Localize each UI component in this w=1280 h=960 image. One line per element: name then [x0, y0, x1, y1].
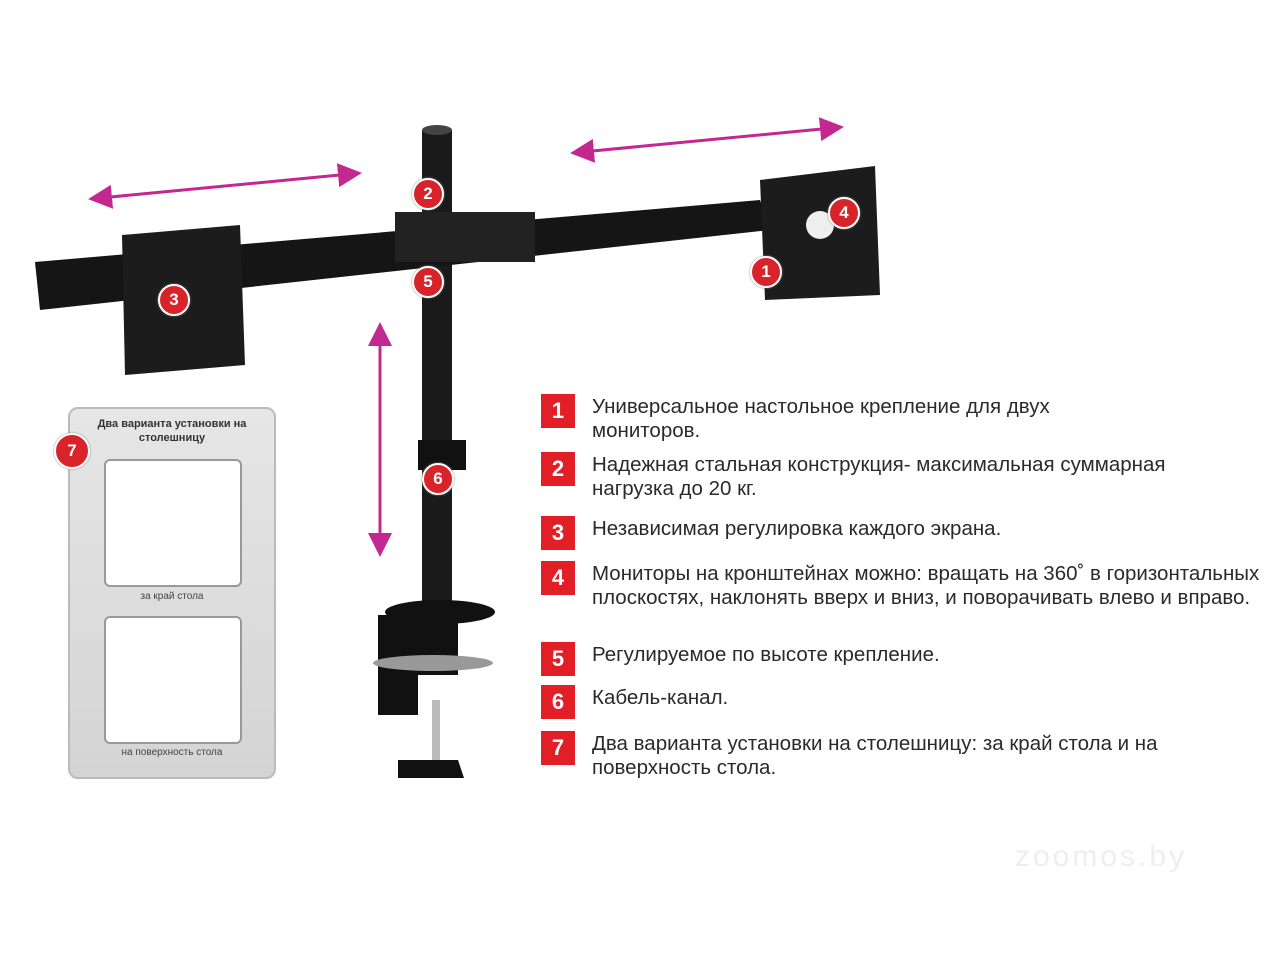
feature-text: Независимая регулировка каждого экрана.: [592, 517, 1002, 540]
feature-text: Два варианта установки на столешницу: за…: [592, 732, 1158, 779]
caption-surface: на поверхность стола: [121, 747, 223, 758]
caption-edge: за край стола: [140, 591, 204, 602]
feature-5: 5 Регулируемое по высоте крепление.: [541, 642, 1252, 676]
feature-number: 2: [541, 452, 575, 486]
clamp-edge-image: [104, 459, 242, 587]
feature-number: 3: [541, 516, 575, 550]
feature-text: Универсальное настольное крепление для д…: [592, 395, 1050, 442]
feature-number: 7: [541, 731, 575, 765]
installation-options-inset: Два варианта установки на столешницу за …: [68, 407, 276, 779]
feature-6: 6 Кабель-канал.: [541, 685, 1252, 719]
feature-4: 4 Мониторы на кронштейнах можно: вращать …: [541, 561, 1272, 609]
callout-1: 1: [750, 256, 782, 288]
watermark: zoomos.by: [1015, 840, 1188, 873]
clamp-surface-image: [104, 616, 242, 744]
feature-number: 5: [541, 642, 575, 676]
callout-3: 3: [158, 284, 190, 316]
callout-4: 4: [828, 197, 860, 229]
callout-7: 7: [54, 433, 90, 469]
feature-7: 7 Два варианта установки на столешницу: з…: [541, 731, 1242, 779]
feature-text: Регулируемое по высоте крепление.: [592, 643, 940, 666]
feature-text: Надежная стальная конструкция- максималь…: [592, 453, 1166, 500]
feature-text: Мониторы на кронштейнах можно: вращать н…: [592, 562, 1260, 609]
inset-title: Два варианта установки на столешницу: [97, 418, 247, 444]
right-arrow: [570, 117, 844, 163]
callout-6: 6: [422, 463, 454, 495]
left-arrow: [88, 163, 362, 209]
feature-number: 6: [541, 685, 575, 719]
feature-number: 1: [541, 394, 575, 428]
feature-1: 1 Универсальное настольное крепление для …: [541, 394, 1112, 442]
callout-2: 2: [412, 178, 444, 210]
feature-2: 2 Надежная стальная конструкция- максимал…: [541, 452, 1182, 500]
feature-number: 4: [541, 561, 575, 595]
callout-5: 5: [412, 266, 444, 298]
feature-3: 3 Независимая регулировка каждого экрана.: [541, 516, 1252, 550]
feature-text: Кабель-канал.: [592, 686, 729, 709]
